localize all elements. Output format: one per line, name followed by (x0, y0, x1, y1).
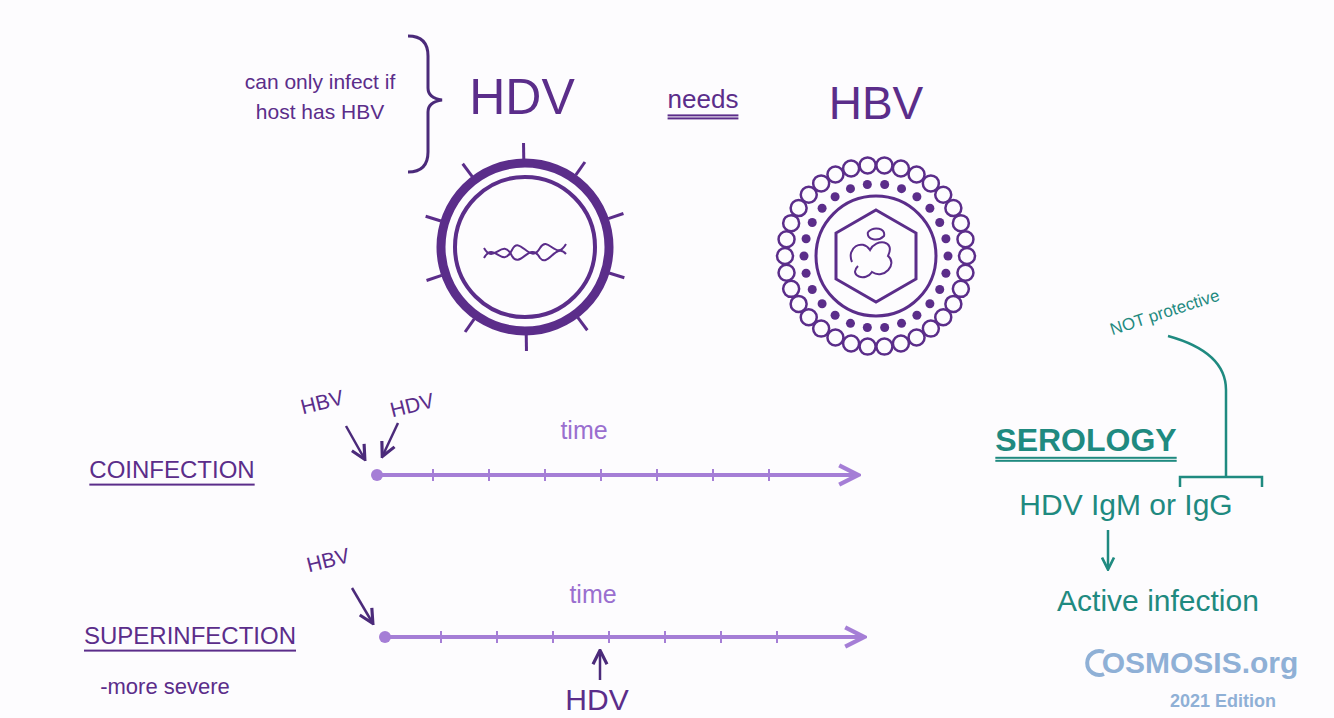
superinfection-timeline (379, 631, 862, 643)
label: SUPERINFECTION (84, 622, 296, 651)
label: HDV (469, 67, 575, 127)
label: time (569, 579, 616, 609)
brace (408, 36, 442, 172)
label: COINFECTION (89, 456, 254, 485)
label: HDV (565, 682, 628, 718)
label: HBV (304, 543, 352, 578)
label: HBV (829, 76, 924, 131)
label: time (560, 415, 607, 445)
hbv-virion (777, 157, 975, 354)
label: HDV IgM or IgG (1019, 487, 1232, 523)
label: needs (668, 84, 739, 115)
label: NOT protective (1108, 286, 1223, 341)
label: OSMOSIS.org (1102, 645, 1299, 681)
pointer-arrows (346, 423, 600, 680)
logo-mark (1087, 651, 1104, 675)
label: can only infect if host has HBV (240, 67, 400, 128)
label: HDV (387, 387, 436, 422)
label: -more severe (100, 674, 230, 700)
label: 2021 Edition (1170, 691, 1276, 713)
label: HBV (298, 385, 346, 420)
coinfection-timeline (371, 469, 856, 481)
hdv-virion (426, 143, 625, 351)
label: SEROLOGY (995, 421, 1176, 459)
label: Active infection (1057, 583, 1259, 619)
